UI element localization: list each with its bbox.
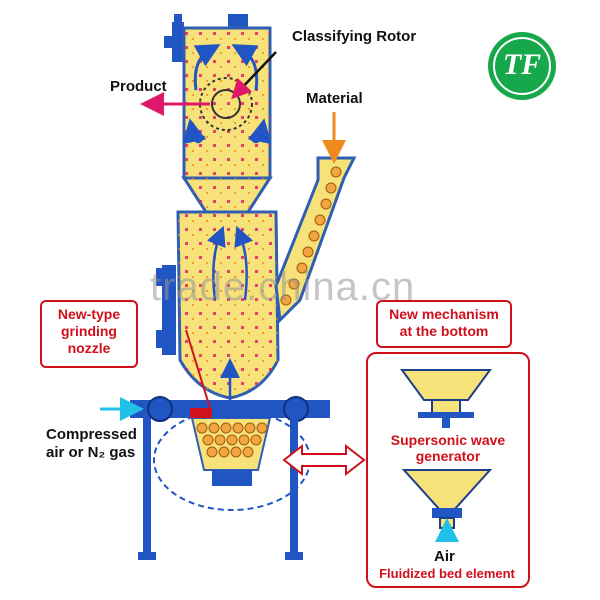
supersonic-generator-graphic xyxy=(400,369,492,428)
label-product: Product xyxy=(110,78,167,95)
watermark: trade.china.cn xyxy=(150,265,416,309)
fluidized-bed-graphic xyxy=(401,469,493,542)
nozzle-pointer xyxy=(185,329,211,409)
label-compressed-air: Compressed air or N₂ gas xyxy=(46,426,137,461)
grinding-column xyxy=(176,210,280,405)
label-new-mechanism: New mechanism at the bottom xyxy=(389,306,499,339)
tf-logo xyxy=(488,32,556,100)
side-device xyxy=(156,265,176,355)
label-air: Air xyxy=(434,548,455,565)
double-arrow xyxy=(282,443,366,477)
cone-section xyxy=(181,176,273,214)
label-fluidized: Fluidized bed element xyxy=(379,566,515,581)
label-material: Material xyxy=(306,90,363,107)
feed-chute xyxy=(274,156,357,324)
label-classifying-rotor: Classifying Rotor xyxy=(292,28,417,45)
rotor-pointer xyxy=(231,51,277,100)
support-frame xyxy=(130,396,330,560)
mechanism-detail-panel xyxy=(366,352,530,588)
grinding-bed xyxy=(153,409,311,511)
logo-text: TF xyxy=(502,48,542,81)
new-mechanism-box: New mechanism at the bottom xyxy=(376,300,512,348)
label-grinding-nozzle: New-type grinding nozzle xyxy=(57,306,121,356)
label-supersonic: Supersonic wave generator xyxy=(390,432,506,464)
grinding-nozzle-box: New-type grinding nozzle xyxy=(40,300,138,368)
classifying-rotor xyxy=(199,77,253,131)
